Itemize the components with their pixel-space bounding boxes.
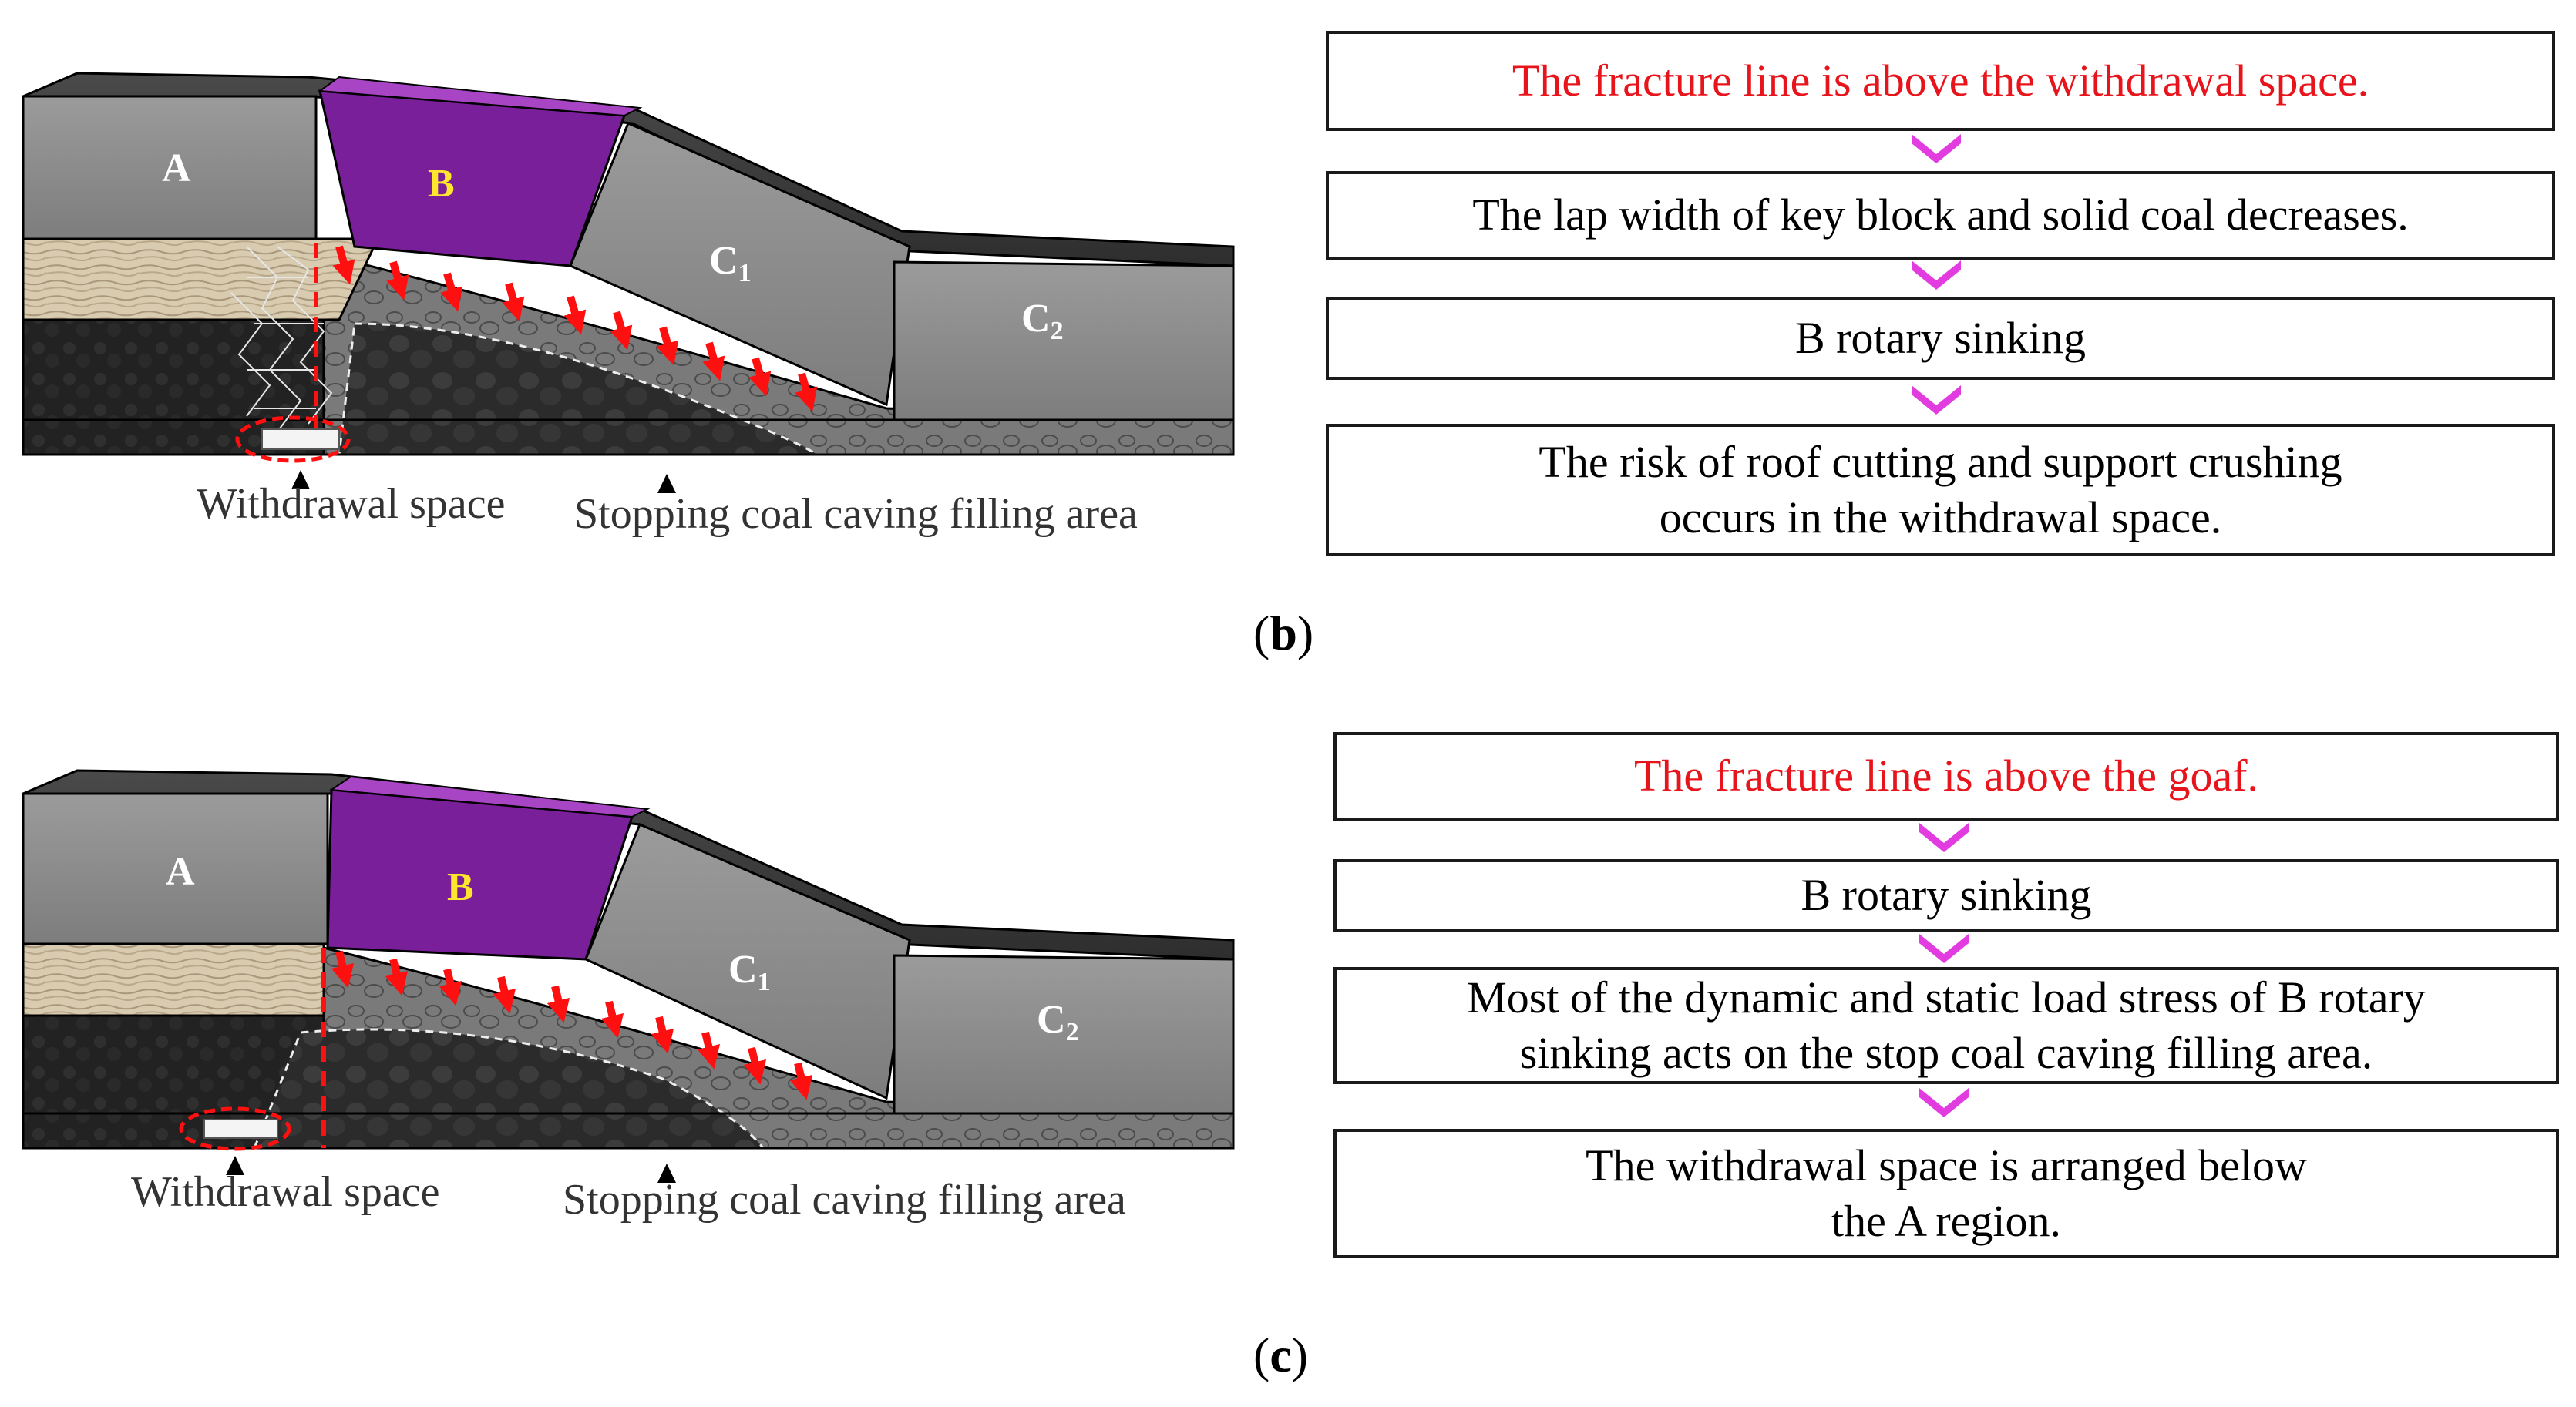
sandstone-layer	[22, 237, 380, 321]
load-arrows	[331, 950, 813, 1100]
block-c2-label: C2	[1021, 297, 1064, 345]
stopping-coal-filling-area	[338, 322, 821, 456]
filling-pointer-icon	[657, 1164, 676, 1183]
block-c2	[893, 954, 1235, 1115]
caption-withdrawal-space: Withdrawal space	[131, 1168, 440, 1216]
withdrawal-pointer-icon	[291, 470, 310, 489]
panel-label-b: (b)	[1253, 606, 1314, 660]
flow-step-3: B rotary sinking	[1326, 297, 2555, 380]
chevron-down-icon	[1912, 385, 1961, 415]
flow-step-2: B rotary sinking	[1333, 859, 2559, 932]
filling-pointer-icon	[657, 474, 676, 493]
sandstone-layer	[22, 942, 325, 1017]
block-a	[22, 95, 318, 240]
chevron-down-icon	[1919, 1088, 1969, 1117]
withdrawal-space-marker	[179, 1106, 291, 1151]
block-b-label: B	[428, 162, 455, 206]
block-c1-label: C1	[728, 948, 771, 996]
load-arrows	[332, 245, 818, 412]
block-c2	[893, 260, 1235, 421]
block-b-label: B	[447, 865, 474, 909]
block-a-label: A	[166, 850, 195, 894]
strata-diagram-b: A B C1 C2	[22, 72, 1235, 493]
flow-step-4: The withdrawal space is arranged below t…	[1333, 1129, 2559, 1258]
withdrawal-pointer-icon	[226, 1156, 244, 1175]
flow-step-2: The lap width of key block and solid coa…	[1326, 171, 2555, 260]
flow-step-3: Most of the dynamic and static load stre…	[1333, 967, 2559, 1084]
caption-filling-area: Stopping coal caving filling area	[563, 1176, 1126, 1224]
panel-label-c: (c)	[1253, 1328, 1309, 1382]
caption-withdrawal-space: Withdrawal space	[197, 480, 506, 528]
block-b-key	[318, 89, 627, 267]
panel-c: A B C1 C2 Withdrawal space Stopping coal…	[0, 693, 2576, 1407]
panel-b: A B C1 C2 Withdrawal space Stopping coal…	[0, 0, 2576, 693]
flow-step-1: The fracture line is above the withdrawa…	[1326, 31, 2555, 131]
flow-step-1: The fracture line is above the goaf.	[1333, 732, 2559, 821]
block-c2-label: C2	[1037, 998, 1079, 1046]
block-c1-label: C1	[709, 239, 752, 287]
chevron-down-icon	[1912, 260, 1961, 290]
withdrawal-space-marker	[235, 415, 351, 463]
stopping-coal-filling-area	[252, 1028, 766, 1150]
chevron-down-icon	[1912, 134, 1961, 163]
flow-step-4: The risk of roof cutting and support cru…	[1326, 424, 2555, 556]
fracture-zone	[230, 246, 333, 432]
caption-filling-area: Stopping coal caving filling area	[574, 490, 1138, 538]
strata-diagram-c: A B C1 C2	[22, 769, 1235, 1183]
block-c1	[569, 122, 911, 407]
chevron-down-icon	[1919, 823, 1969, 852]
chevron-down-icon	[1919, 934, 1969, 963]
block-b-key	[326, 788, 634, 961]
block-a-label: A	[162, 146, 191, 190]
block-c1	[584, 823, 911, 1100]
